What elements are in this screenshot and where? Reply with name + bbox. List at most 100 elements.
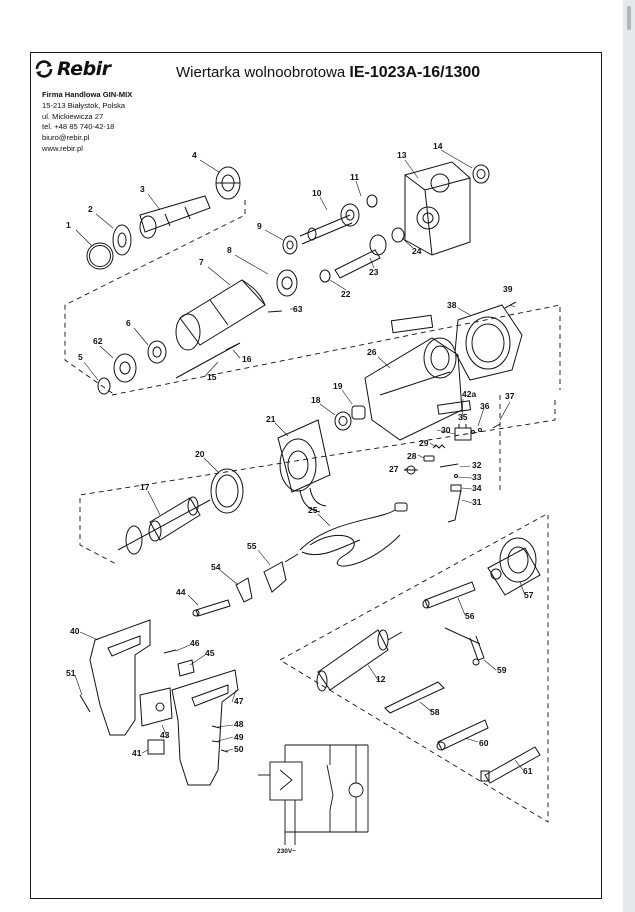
part-54-clip [235, 577, 253, 603]
drawing-frame [30, 52, 602, 899]
part-19-bearing-sleeve [351, 405, 366, 420]
part-40-handle-left [89, 619, 151, 736]
part-62-washer [113, 353, 137, 383]
label-part-56: 56 [465, 611, 475, 621]
label-part-10: 10 [312, 188, 322, 198]
label-part-14: 14 [433, 141, 443, 151]
company-email: biuro@rebir.pl [42, 133, 90, 143]
label-part-59: 59 [497, 665, 507, 675]
label-part-49: 49 [234, 732, 244, 742]
label-part-5: 5 [78, 352, 83, 362]
label-part-9: 9 [257, 221, 262, 231]
part-9-bearing [282, 235, 298, 255]
label-part-34: 34 [472, 483, 482, 493]
part-11-gear [340, 194, 378, 227]
model-number: IE-1023A-16/1300 [349, 64, 481, 81]
part-58-drift-wedge [384, 681, 445, 714]
part-labels: 1 2 3 4 5 6 7 8 9 10 11 12 13 14 15 16 1… [66, 141, 534, 855]
section-outlines [64, 200, 561, 823]
label-part-50: 50 [234, 744, 244, 754]
label-part-51: 51 [66, 668, 76, 678]
label-part-46: 46 [190, 638, 200, 648]
part-31-switch-lever [447, 489, 462, 523]
label-part-7: 7 [199, 257, 204, 267]
part-13-gear-housing [404, 161, 471, 256]
label-part-28: 28 [407, 451, 417, 461]
small-screws [79, 649, 229, 753]
label-part-62: 62 [93, 336, 103, 346]
label-part-4: 4 [192, 150, 197, 160]
brand-name: Rebir [57, 58, 111, 80]
label-part-29: 29 [419, 438, 429, 448]
label-part-30: 30 [441, 425, 451, 435]
scrollbar-thumb[interactable] [627, 6, 631, 30]
company-address: 15-213 Białystok, Polska [42, 100, 126, 110]
part-41-plate [147, 739, 165, 755]
part-63-screw [267, 310, 283, 313]
company-phone: tel. +48 85 740-42-18 [42, 122, 115, 132]
part-7-front-housing [175, 279, 266, 351]
label-part-39: 39 [503, 284, 513, 294]
part-12-side-handle [316, 629, 403, 692]
part-47-handle-right [171, 669, 239, 786]
part-35-36-37-fasteners [471, 423, 501, 434]
label-part-11: 11 [350, 172, 359, 182]
label-part-2: 2 [88, 204, 93, 214]
part-26-motor-housing [364, 337, 463, 441]
company-info: Firma Handlowa GIN-MIX 15-213 Białystok,… [42, 90, 132, 155]
part-22-washer [319, 269, 331, 283]
label-part-61: 61 [523, 766, 533, 776]
part-2-washer [112, 224, 132, 256]
label-part-18: 18 [311, 395, 321, 405]
label-part-16: 16 [242, 354, 252, 364]
label-part-26: 26 [367, 347, 377, 357]
label-part-27: 27 [389, 464, 399, 474]
label-part-20: 20 [195, 449, 205, 459]
label-part-54: 54 [211, 562, 221, 572]
part-4-bearing [215, 166, 241, 200]
title-prefix: Wiertarka wolnoobrotowa [176, 64, 346, 81]
company-website: www.rebir.pl [42, 143, 83, 153]
part-57-drill-chuck [487, 537, 541, 596]
label-part-33: 33 [472, 472, 482, 482]
part-27-brush-holder [404, 465, 418, 475]
label-part-48: 48 [234, 719, 244, 729]
label-part-40: 40 [70, 626, 80, 636]
label-part-41: 41 [132, 748, 142, 758]
label-part-60: 60 [479, 738, 489, 748]
label-part-22: 22 [341, 289, 351, 299]
part-44-pin [192, 599, 231, 617]
part-61-adapter [480, 746, 541, 784]
part-14-bearing [472, 164, 490, 184]
label-part-25: 25 [308, 505, 318, 515]
part-16-screw [225, 343, 239, 351]
part-17-armature [117, 496, 211, 555]
label-part-32: 32 [472, 460, 482, 470]
part-45-terminal-block [177, 659, 195, 677]
label-part-63: 63 [293, 304, 303, 314]
part-55-strain-relief [263, 553, 299, 593]
label-part-17: 17 [140, 482, 150, 492]
part-20-baffle-ring [210, 468, 244, 514]
part-60-adapter [436, 719, 489, 751]
label-part-31: 31 [472, 497, 482, 507]
nameplate [390, 314, 472, 415]
company-street: ul. Mickiewicza 27 [42, 111, 104, 121]
voltage-label: 230V~ [277, 848, 296, 855]
label-part-21: 21 [266, 414, 276, 424]
label-part-24: 24 [412, 246, 422, 256]
label-part-15: 15 [207, 372, 217, 382]
label-part-8: 8 [227, 245, 232, 255]
part-32-33-34-contacts [439, 463, 462, 492]
label-part-55: 55 [247, 541, 257, 551]
part-59-chuck-key [444, 627, 485, 666]
vertical-scrollbar[interactable] [623, 0, 635, 912]
part-56-arbor [422, 581, 476, 609]
label-part-1: 1 [66, 220, 71, 230]
label-part-45: 45 [205, 648, 215, 658]
part-25-power-cord [299, 502, 408, 567]
label-part-35: 35 [458, 412, 468, 422]
part-28-carbon-brush [423, 455, 435, 462]
rebir-logo-icon [35, 60, 53, 78]
